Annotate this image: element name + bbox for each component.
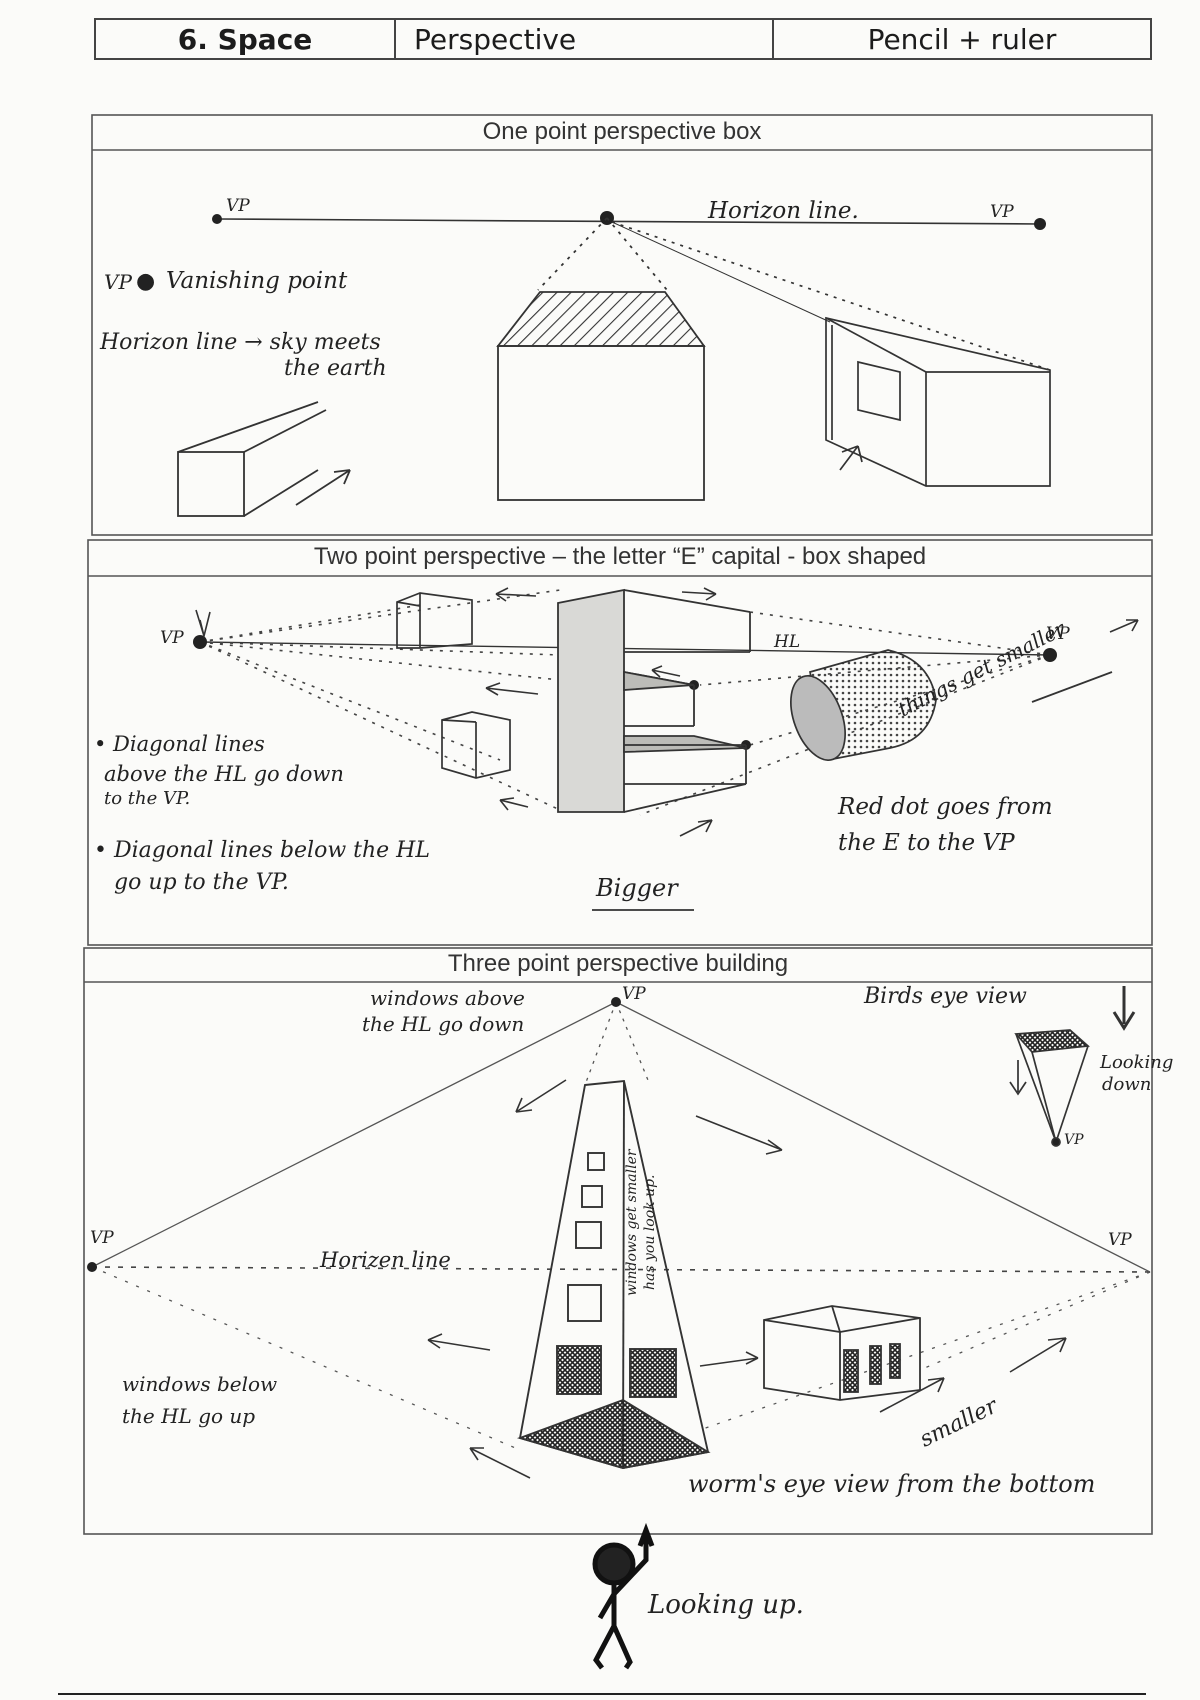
- legend-vp-label: VP: [104, 270, 132, 294]
- three-point-horizon: [91, 1266, 1153, 1273]
- header-materials: Pencil + ruler: [867, 22, 1057, 56]
- header-number-title: 6. Space: [96, 20, 396, 58]
- one-point-vp-left-label: VP: [226, 196, 250, 216]
- three-point-arrows: [427, 1079, 1067, 1479]
- bigger-label: Bigger: [596, 874, 678, 902]
- two-point-horizon: [199, 641, 1051, 656]
- note1-line1: • Diagonal lines: [94, 732, 265, 756]
- birds-eye-label: Birds eye view: [864, 984, 1027, 1009]
- three-point-vp-right-label: VP: [1108, 1230, 1132, 1250]
- two-point-vp-right-label: VP: [1046, 624, 1070, 644]
- main-frame: [83, 114, 1153, 1535]
- one-point-small-box: [177, 401, 351, 517]
- looking-down-line2: down: [1102, 1074, 1152, 1095]
- two-point-vp-left-dot: [193, 635, 207, 649]
- note2-line1: • Diagonal lines below the HL: [94, 838, 430, 863]
- windows-below-line1: windows below: [122, 1372, 278, 1396]
- note2-line2: go up to the VP.: [114, 870, 289, 895]
- two-point-small-box-bottom: [441, 711, 511, 779]
- two-point-arrows: [195, 587, 1139, 837]
- one-point-center-box: [496, 217, 706, 501]
- section-one-title: One point perspective box: [482, 118, 762, 145]
- header-topic: Perspective: [396, 20, 774, 58]
- header-table: 6. Space Perspective Pencil + ruler: [94, 18, 1152, 60]
- looking-down-line1: Looking: [1100, 1052, 1174, 1073]
- windows-above-line1: windows above: [370, 986, 525, 1010]
- one-point-vp-left-dot: [212, 214, 222, 224]
- three-point-vp-left-dot: [87, 1262, 97, 1272]
- three-point-guides: [91, 1001, 1151, 1451]
- two-point-underlines: [592, 671, 1113, 911]
- section-two-title: Two point perspective – the letter “E” c…: [313, 543, 927, 570]
- three-point-vp-left-label: VP: [90, 1228, 114, 1248]
- three-point-side-building: [763, 1305, 921, 1401]
- birds-eye-vp-label: VP: [1064, 1132, 1084, 1148]
- note1-line2: above the HL go down: [104, 762, 344, 786]
- one-point-horizon-label: Horizon line.: [708, 198, 859, 224]
- red-dot-line2: the E to the VP: [838, 830, 1015, 856]
- three-point-vp-top-label: VP: [622, 984, 646, 1004]
- windows-below-line2: the HL go up: [122, 1404, 256, 1428]
- two-point-letter-e: [557, 588, 751, 813]
- three-point-birds-eye-sketch: [1009, 986, 1136, 1147]
- two-point-small-box-top: [396, 592, 473, 649]
- three-point-horizon-label: Horizen line: [320, 1248, 451, 1272]
- looking-up-label: Looking up.: [648, 1590, 804, 1620]
- worms-eye-label: worm's eye view from the bottom: [688, 1470, 1096, 1498]
- red-dot-line1: Red dot goes from: [838, 794, 1053, 820]
- two-point-vp-left-label: VP: [160, 628, 184, 648]
- two-point-cylinder: [790, 649, 937, 762]
- windows-smaller-line2: has you look up.: [642, 1174, 658, 1291]
- one-point-right-box: [611, 221, 1051, 487]
- legend-horizon-line1: Horizon line → sky meets: [100, 330, 381, 355]
- two-point-hl-label: HL: [774, 632, 801, 652]
- one-point-horizon-line: [217, 218, 1041, 225]
- three-point-building: [516, 1079, 711, 1469]
- legend-vp-text: Vanishing point: [166, 268, 348, 294]
- section-three-title: Three point perspective building: [447, 950, 789, 977]
- looking-up-figure: [592, 1522, 655, 1670]
- legend-horizon-line2: the earth: [284, 356, 387, 381]
- note1-line3: to the VP.: [104, 788, 191, 809]
- windows-smaller-line1: windows get smaller: [624, 1149, 640, 1296]
- three-point-vp-top-dot: [611, 997, 621, 1007]
- one-point-vp-right-dot: [1034, 218, 1046, 230]
- one-point-vp-right-label: VP: [990, 202, 1014, 222]
- windows-above-line2: the HL go down: [362, 1012, 525, 1036]
- legend-vp-dot: ●: [136, 269, 156, 294]
- two-point-vp-right-dot: [1043, 648, 1057, 662]
